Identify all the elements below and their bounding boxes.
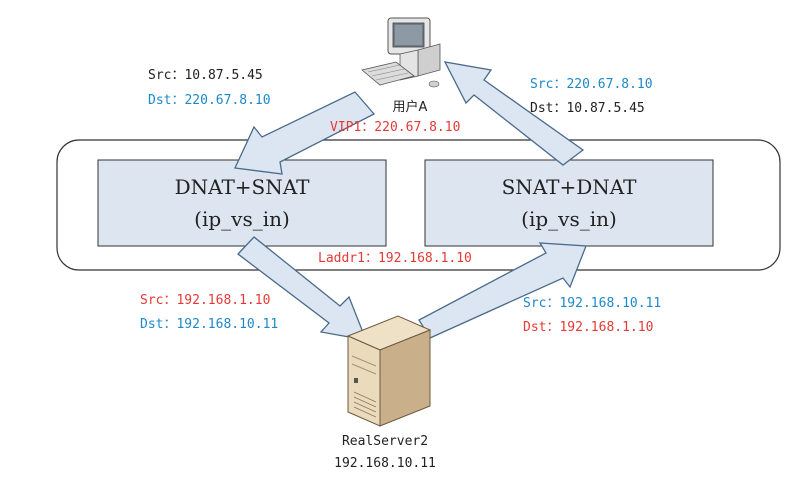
client-name: 用户A bbox=[392, 100, 428, 115]
arrow-right-box-to-client bbox=[443, 61, 585, 166]
arrow-left-box-to-server bbox=[237, 236, 368, 341]
left-box bbox=[97, 159, 387, 247]
computer-icon bbox=[361, 17, 441, 88]
bottom-left-src: Src：192.168.1.10 bbox=[140, 293, 271, 308]
bottom-right-dst: Dst：192.168.1.10 bbox=[523, 320, 654, 335]
arrow-client-to-left-box bbox=[234, 91, 376, 175]
top-right-dst: Dst：10.87.5.45 bbox=[530, 101, 645, 116]
top-left-src: Src：10.87.5.45 bbox=[148, 68, 263, 83]
left-box-title: DNAT+SNAT bbox=[174, 175, 310, 199]
left-box-subtitle: (ip_vs_in) bbox=[194, 207, 290, 231]
top-right-src: Src：220.67.8.10 bbox=[530, 77, 653, 92]
top-left-dst: Dst：220.67.8.10 bbox=[148, 93, 271, 108]
arrow-server-to-right-box bbox=[418, 242, 587, 339]
right-box-title: SNAT+DNAT bbox=[501, 175, 637, 199]
laddr-label: Laddr1：192.168.1.10 bbox=[318, 251, 472, 266]
server-name: RealServer2 bbox=[341, 434, 429, 449]
bottom-left-dst: Dst：192.168.10.11 bbox=[140, 317, 279, 332]
server-ip: 192.168.10.11 bbox=[334, 456, 436, 471]
bottom-right-src: Src：192.168.10.11 bbox=[523, 296, 662, 311]
right-box-subtitle: (ip_vs_in) bbox=[521, 207, 617, 231]
server-icon bbox=[346, 315, 432, 427]
vip-label: VIP1：220.67.8.10 bbox=[330, 120, 461, 135]
